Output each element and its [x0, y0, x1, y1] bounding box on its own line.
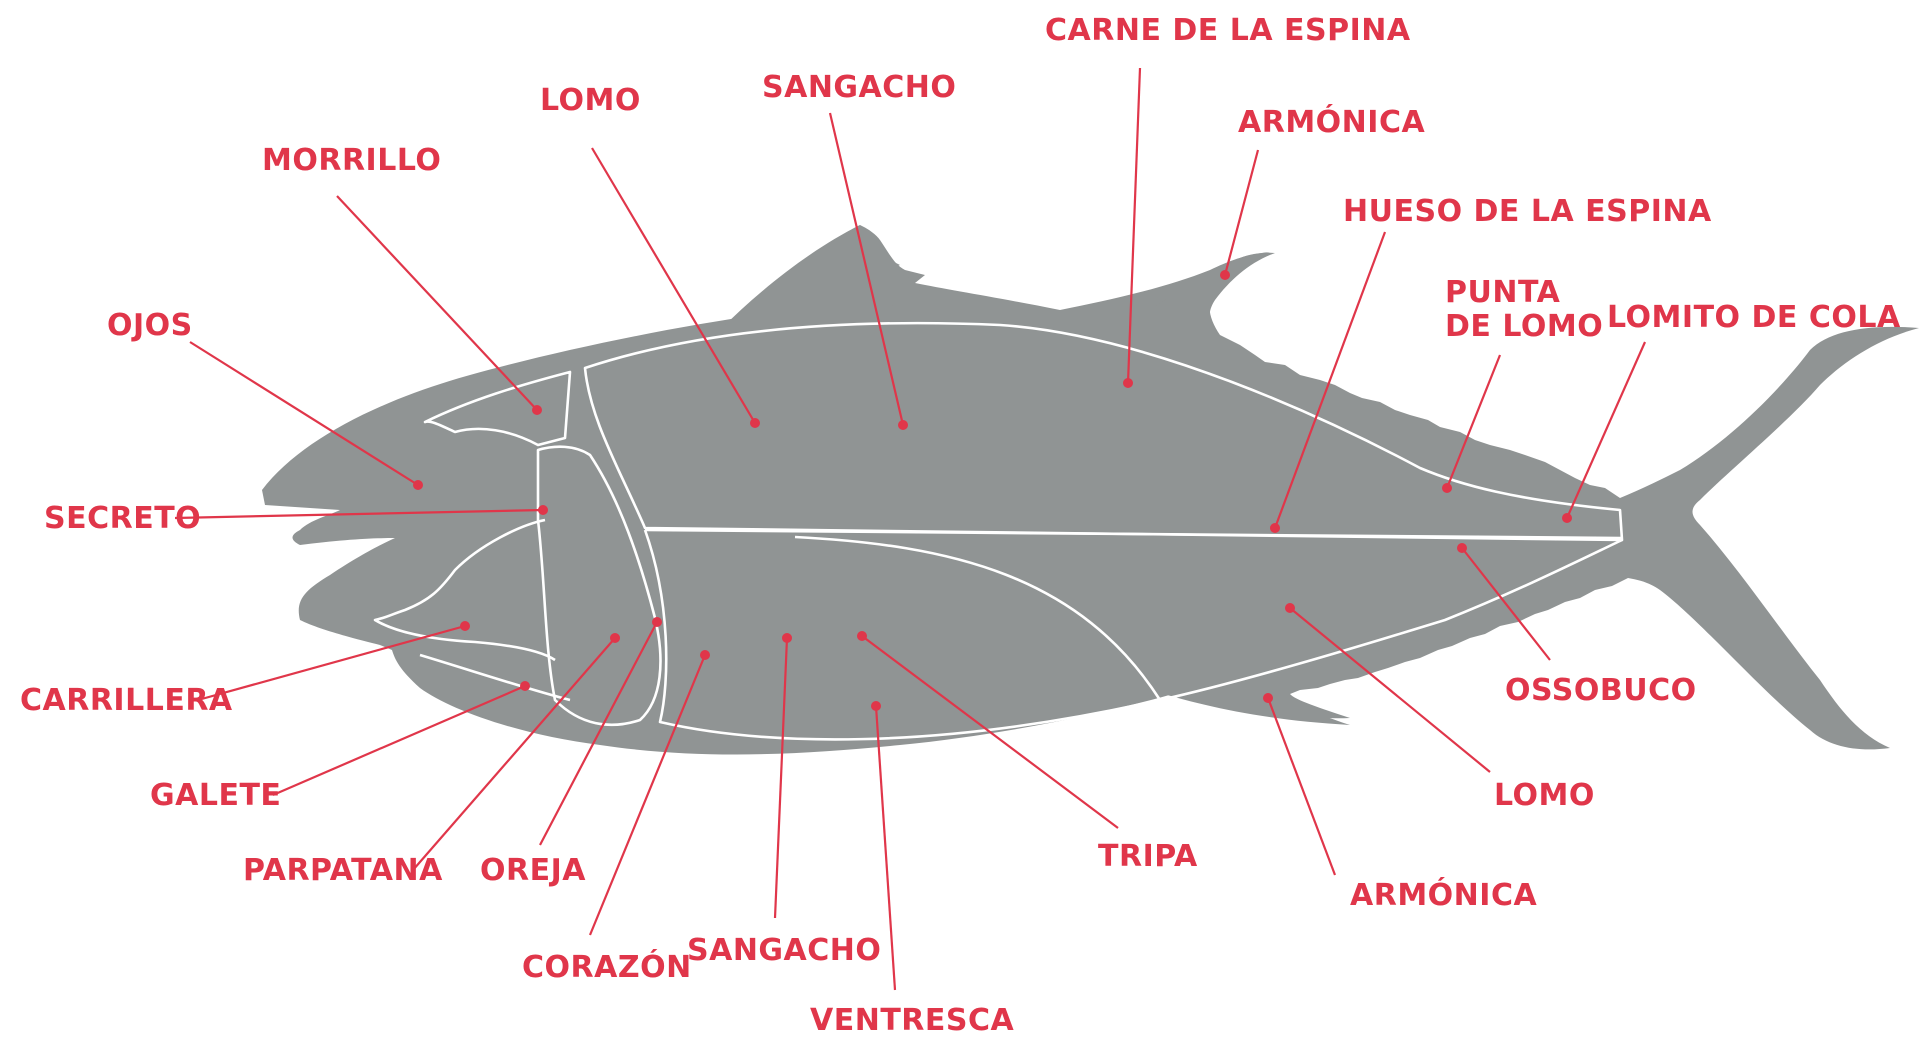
leaders	[174, 67, 1647, 991]
label-lomo-bottom: LOMO	[1494, 778, 1595, 813]
leader-ojos	[189, 341, 419, 486]
leader-armonica-bottom	[1266, 697, 1337, 876]
leader-armonica-top	[1223, 149, 1260, 276]
leader-morrillo	[336, 195, 538, 411]
label-tripa: TRIPA	[1098, 839, 1198, 874]
leader-carne-espina	[1126, 67, 1142, 384]
labels: CARNE DE LA ESPINA SANGACHO LOMO ARMÓNIC…	[20, 13, 1901, 1038]
second-dorsal-fin	[1150, 252, 1275, 338]
label-morrillo: MORRILLO	[262, 143, 441, 178]
dot-corazon	[700, 650, 710, 660]
leader-galete	[272, 684, 526, 797]
leader-lomo-top	[591, 147, 756, 424]
dot-tripa	[857, 631, 867, 641]
label-parpatana: PARPATANA	[243, 853, 443, 888]
leader-tripa	[861, 635, 1119, 829]
dot-hueso-espina	[1270, 523, 1280, 533]
label-armonica-top: ARMÓNICA	[1238, 103, 1425, 140]
label-armonica-bottom: ARMÓNICA	[1350, 876, 1537, 913]
label-hueso-espina: HUESO DE LA ESPINA	[1343, 194, 1712, 229]
leader-hueso-espina	[1273, 231, 1387, 529]
dot-lomito-cola	[1562, 513, 1572, 523]
dot-armonica-bottom	[1263, 693, 1273, 703]
carrillera-outline	[373, 518, 556, 662]
anal-fin	[1150, 690, 1350, 725]
label-sangacho-bottom: SANGACHO	[687, 933, 881, 968]
dot-carne-espina	[1123, 378, 1133, 388]
dot-carrillera	[460, 621, 470, 631]
leader-punta-lomo	[1445, 354, 1502, 489]
leader-parpatana	[412, 637, 616, 871]
leader-ventresca	[874, 705, 897, 991]
leader-sangacho-bottom	[773, 637, 789, 919]
spine-line	[644, 528, 1623, 540]
tripa-outline	[794, 535, 1162, 701]
dot-lomo-bottom	[1285, 603, 1295, 613]
leader-corazon	[588, 654, 707, 936]
leader-lomo-bottom	[1289, 607, 1491, 773]
label-lomito-cola: LOMITO DE COLA	[1607, 300, 1901, 335]
leader-lomito-cola	[1565, 341, 1647, 519]
leader-carrillera	[197, 624, 466, 702]
label-lomo-top: LOMO	[540, 83, 641, 118]
dot-parpatana	[610, 633, 620, 643]
upper-loin-outline	[583, 321, 1624, 542]
label-oreja: OREJA	[480, 853, 586, 888]
dot-punta-lomo	[1442, 483, 1452, 493]
label-galete: GALETE	[150, 778, 281, 813]
dot-ossobuco	[1457, 543, 1467, 553]
label-secreto: SECRETO	[44, 501, 201, 536]
label-sangacho-top: SANGACHO	[762, 70, 956, 105]
label-corazon: CORAZÓN	[522, 948, 692, 985]
leader-secreto	[174, 508, 544, 520]
dot-oreja	[652, 617, 662, 627]
label-punta-lomo-line1: PUNTA	[1445, 275, 1561, 310]
label-ojos: OJOS	[107, 308, 193, 343]
belly-outline	[643, 529, 1623, 741]
dot-sangacho-bottom	[782, 633, 792, 643]
dot-sangacho-top	[898, 420, 908, 430]
dot-ventresca	[871, 701, 881, 711]
leader-ossobuco	[1461, 547, 1551, 661]
label-carrillera: CARRILLERA	[20, 683, 233, 718]
dot-morrillo	[532, 405, 542, 415]
dot-galete	[520, 681, 530, 691]
dot-lomo-top	[750, 418, 760, 428]
cut-lines	[373, 321, 1624, 741]
leader-oreja	[539, 621, 658, 846]
dot-ojos	[413, 480, 423, 490]
leader-sangacho-top	[828, 112, 905, 426]
galete-outline	[419, 653, 571, 702]
label-carne-espina: CARNE DE LA ESPINA	[1045, 13, 1411, 48]
dot-secreto	[538, 505, 548, 515]
dot-armonica-top	[1220, 270, 1230, 280]
tuna-body	[262, 225, 1919, 755]
label-ventresca: VENTRESCA	[810, 1003, 1014, 1038]
head-morrillo-outline	[423, 370, 572, 447]
label-ossobuco: OSSOBUCO	[1505, 673, 1697, 708]
label-punta-lomo-line2: DE LOMO	[1445, 309, 1603, 344]
collar-outline	[536, 445, 662, 727]
